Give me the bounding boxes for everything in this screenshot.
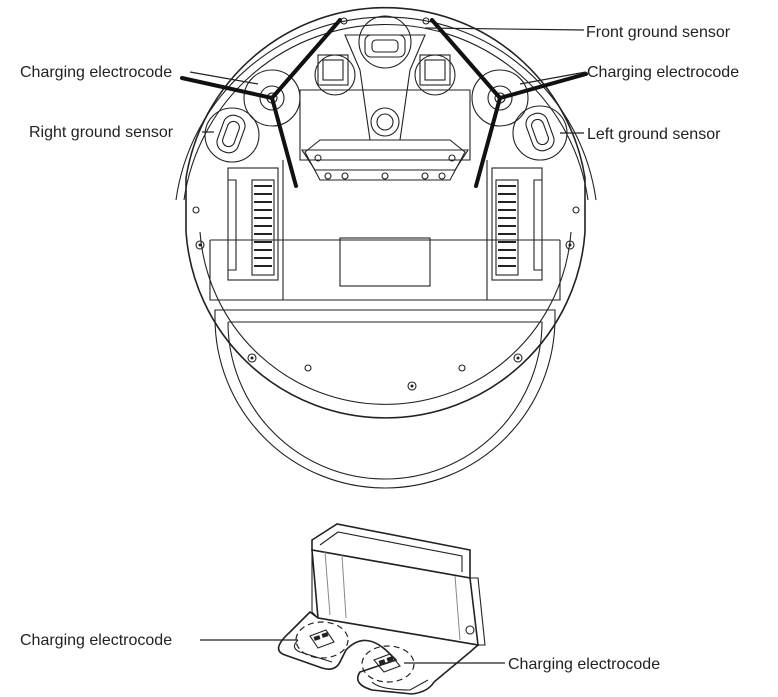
dock-tower-top	[311, 523, 471, 579]
robot-body-outline	[185, 6, 586, 419]
body-screws	[192, 17, 580, 391]
drive-wheel-left	[491, 167, 543, 281]
charging-dock	[277, 523, 486, 695]
dock-charging-electrode-left	[295, 621, 349, 659]
center-plate	[299, 89, 471, 161]
right-ground-sensor	[204, 107, 260, 163]
dustbin-lid	[214, 309, 556, 489]
drive-wheel-right	[227, 167, 279, 281]
label-right-ground-sensor: Right ground sensor	[29, 124, 174, 141]
robot-leader-lines	[189, 27, 587, 134]
dock-leader-lines	[200, 639, 505, 664]
label-dock-charging-electrode-right: Charging electrocode	[508, 656, 660, 673]
caster-wheel	[370, 107, 400, 137]
label-dock-charging-electrode-left: Charging electrocode	[20, 632, 172, 649]
dock-base-plate	[277, 610, 480, 695]
robot-bottom-view	[175, 6, 597, 489]
label-front-ground-sensor: Front ground sensor	[586, 24, 731, 41]
front-ground-sensor	[364, 34, 406, 58]
side-brush-bristles	[180, 18, 588, 188]
center-bracket	[304, 139, 466, 181]
robot-bumper	[175, 16, 597, 201]
dock-charging-electrode-right	[361, 645, 415, 683]
label-plate	[339, 237, 431, 287]
label-left-ground-sensor: Left ground sensor	[587, 126, 721, 143]
label-robot-charging-electrode-right: Charging electrocode	[587, 64, 739, 81]
label-robot-charging-electrode-left: Charging electrocode	[20, 64, 172, 81]
